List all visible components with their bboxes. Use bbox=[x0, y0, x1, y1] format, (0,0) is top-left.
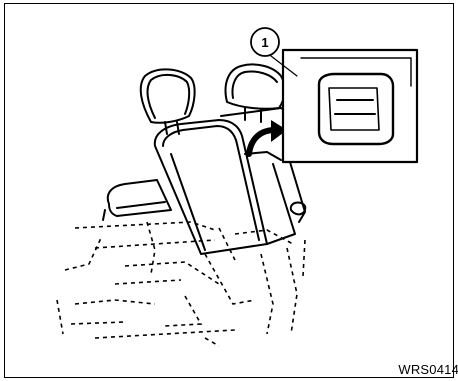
seat-cushion bbox=[108, 180, 171, 216]
figure-code: WRS0414 bbox=[398, 362, 458, 377]
callout-number: 1 bbox=[261, 35, 268, 50]
left-head-restraint bbox=[141, 69, 195, 122]
figure-frame: 1 WRS0414 bbox=[4, 3, 454, 378]
lower-seat-detail bbox=[57, 222, 305, 346]
folding-seatback bbox=[155, 120, 267, 254]
seat-illustration: 1 bbox=[5, 4, 455, 379]
